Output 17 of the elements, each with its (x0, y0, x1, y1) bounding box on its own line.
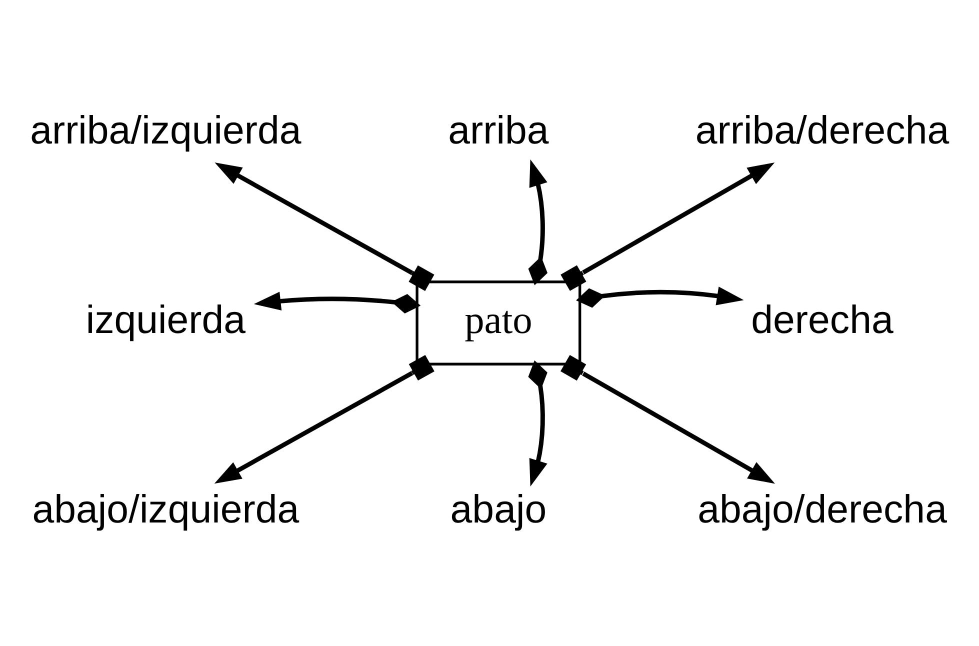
node-text: abajo/derecha (698, 488, 947, 532)
node-text: izquierda (86, 298, 246, 342)
arrow (576, 286, 744, 308)
node-text: abajo/izquierda (32, 488, 300, 532)
arrow (528, 360, 548, 487)
node-text: derecha (751, 298, 894, 342)
node-text: abajo (450, 488, 547, 532)
node-text: arriba/izquierda (30, 108, 302, 152)
node-text: arriba/derecha (695, 108, 950, 152)
node-text: arriba (448, 108, 549, 152)
arrow (254, 292, 421, 314)
arrow (214, 162, 434, 291)
node-box: pato (416, 280, 582, 366)
arrow (560, 162, 775, 291)
arrow (528, 159, 548, 286)
arrow (214, 354, 434, 484)
arrow (560, 355, 776, 484)
